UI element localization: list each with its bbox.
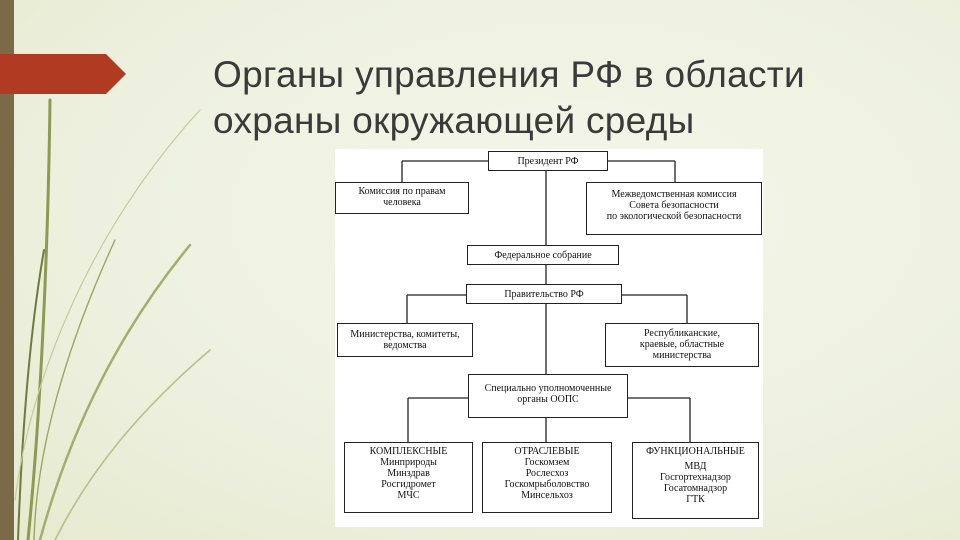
complex-item: Росгидромет — [381, 479, 436, 490]
title-line-1: Органы управления РФ в области — [213, 54, 806, 95]
regional-line-2: краевые, областные — [639, 339, 725, 350]
iac-line-2: Совета безопасности — [629, 200, 719, 211]
sectoral-item: Минсельхоз — [521, 490, 573, 501]
sectoral-heading: ОТРАСЛЕВЫЕ — [514, 446, 580, 457]
iac-line-1: Межведомственная комиссия — [611, 189, 737, 200]
functional-item: ГТК — [686, 494, 705, 505]
interagency-commission-box: Межведомственная комиссия Совета безопас… — [586, 182, 762, 235]
sectoral-item: Госкомзем — [524, 457, 570, 468]
special-line-2: органы ООПС — [517, 394, 579, 405]
complex-item: МЧС — [397, 490, 420, 501]
president-box: Президент РФ — [488, 151, 608, 171]
title-line-2: охраны окружающей среды — [213, 100, 695, 141]
special-bodies-box: Специально уполномоченные органы ООПС — [468, 374, 628, 418]
slide-title: Органы управления РФ в области охраны ок… — [213, 52, 913, 144]
grass-decoration — [14, 98, 211, 540]
complex-bodies-box: КОМПЛЕКСНЫЕ Минприроды Минздрав Росгидро… — [344, 442, 473, 513]
regional-ministries-box: Республиканские, краевые, областные мини… — [605, 323, 759, 367]
ministries-box: Министерства, комитеты, ведомства — [337, 323, 473, 357]
complex-item: Минприроды — [380, 457, 437, 468]
regional-line-3: министерства — [652, 350, 712, 361]
president-label: Президент РФ — [517, 155, 579, 167]
red-arrow-marker — [0, 54, 126, 94]
functional-bodies-box: ФУНКЦИОНАЛЬНЫЕ МВД Госгортехнадзор Госат… — [632, 442, 759, 519]
sectoral-item: Госкомрыболовство — [504, 479, 590, 490]
sectoral-bodies-box: ОТРАСЛЕВЫЕ Госкомзем Рослесхоз Госкомрыб… — [482, 442, 612, 513]
government-label: Правительство РФ — [504, 288, 584, 300]
red-arrow-shape — [0, 54, 126, 94]
hrc-line-2: человека — [383, 197, 421, 208]
functional-item: Госгортехнадзор — [660, 472, 731, 483]
federal-assembly-label: Федеральное собрание — [494, 249, 592, 261]
complex-item: Минздрав — [387, 468, 430, 479]
complex-heading: КОМПЛЕКСНЫЕ — [369, 446, 448, 457]
functional-item: Госатомнадзор — [663, 483, 728, 494]
regional-line-1: Республиканские, — [643, 328, 721, 339]
government-box: Правительство РФ — [466, 284, 622, 304]
left-decor-bar — [0, 0, 14, 540]
iac-line-3: по экологической безопасности — [606, 211, 742, 222]
ministries-line-1: Министерства, комитеты, — [350, 329, 460, 340]
special-line-1: Специально уполномоченные — [484, 383, 612, 394]
hrc-line-1: Комиссия по правам — [358, 186, 446, 197]
org-diagram: Президент РФ Комиссия по правам человека… — [335, 149, 763, 527]
human-rights-commission-box: Комиссия по правам человека — [335, 182, 469, 214]
federal-assembly-box: Федеральное собрание — [467, 245, 619, 265]
functional-heading: ФУНКЦИОНАЛЬНЫЕ — [646, 446, 745, 457]
sectoral-item: Рослесхоз — [525, 468, 569, 479]
functional-item: МВД — [684, 461, 707, 472]
ministries-line-2: ведомства — [383, 340, 427, 351]
